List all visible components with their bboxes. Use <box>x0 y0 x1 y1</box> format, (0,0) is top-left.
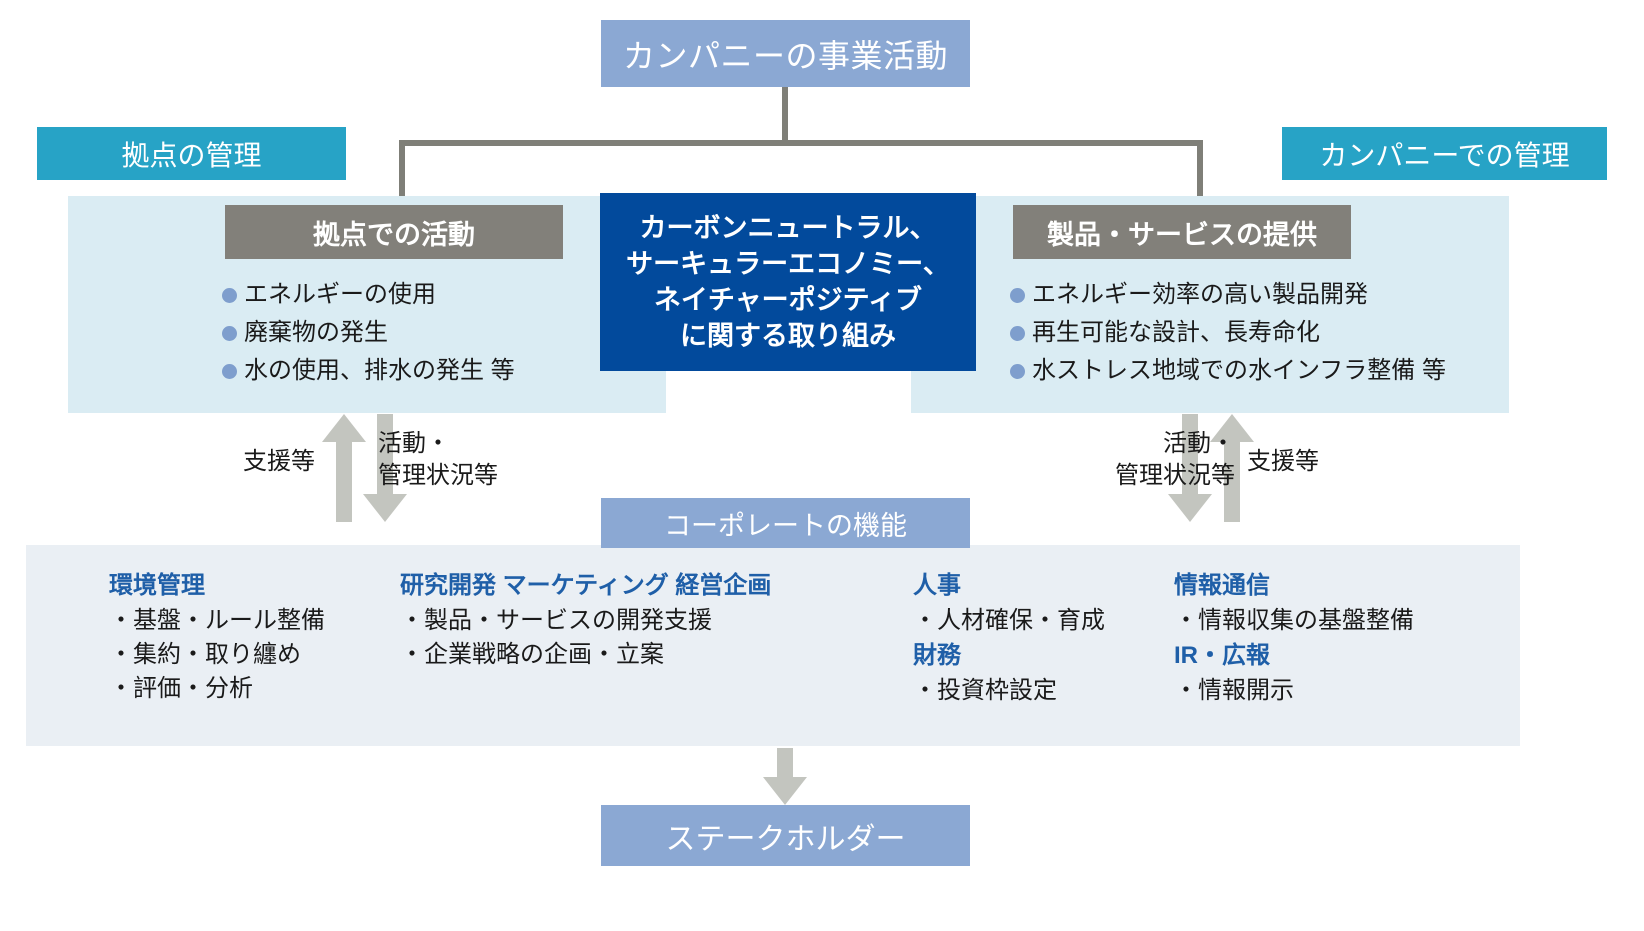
list-item: 水ストレス地域での水インフラ整備 等 <box>1010 354 1510 388</box>
corporate-block: 研究開発 マーケティング 経営企画 ・製品・サービスの開発支援 ・企業戦略の企画… <box>400 570 870 672</box>
corporate-block: IR・広報 ・情報開示 <box>1174 640 1504 708</box>
arrow-caption-text: 支援等 <box>243 448 315 475</box>
bullet-dot-icon <box>222 326 237 341</box>
corporate-block: 環境管理 ・基盤・ルール整備 ・集約・取り纏め ・評価・分析 <box>109 570 389 706</box>
corporate-column-3: 人事 ・人材確保・育成 財務 ・投資枠設定 <box>913 570 1163 708</box>
corporate-block-title: 研究開発 マーケティング 経営企画 <box>400 572 772 599</box>
corporate-functions-panel <box>26 545 1520 746</box>
corporate-block-title: 情報通信 <box>1174 572 1270 599</box>
corporate-block-item: ・基盤・ルール整備 <box>109 607 325 634</box>
right-panel-header-text: 製品・サービスの提供 <box>1047 219 1317 250</box>
arrow-caption-text-line2: 管理状況等 <box>378 462 498 489</box>
corporate-block-item: ・集約・取り纏め <box>109 641 301 668</box>
list-item-label: エネルギーの使用 <box>244 281 436 308</box>
arrow-caption-left-status: 活動・ 管理状況等 <box>378 428 578 492</box>
stakeholders-box: ステークホルダー <box>601 805 970 866</box>
bullet-dot-icon <box>1010 326 1025 341</box>
arrow-down-left-icon <box>363 414 407 522</box>
list-item-label: 廃棄物の発生 <box>244 319 388 346</box>
initiatives-center-box: カーボンニュートラル、 サーキュラーエコノミー、 ネイチャーポジティブ に関する… <box>600 193 976 371</box>
list-item-label: 水の使用、排水の発生 等 <box>244 357 515 384</box>
arrow-caption-right-status: 活動・ 管理状況等 <box>1035 428 1235 492</box>
corporate-block-item: ・情報開示 <box>1174 677 1294 704</box>
section-label-right-text: カンパニーでの管理 <box>1319 139 1570 171</box>
corporate-functions-header: コーポレートの機能 <box>601 498 970 548</box>
corporate-functions-header-text: コーポレートの機能 <box>664 510 907 541</box>
section-label-left-text: 拠点の管理 <box>121 139 262 171</box>
center-box-line-2: サーキュラーエコノミー、 <box>626 249 950 279</box>
list-item: 再生可能な設計、長寿命化 <box>1010 316 1510 350</box>
bullet-dot-icon <box>1010 364 1025 379</box>
corporate-block-item: ・人材確保・育成 <box>913 607 1105 634</box>
center-box-line-3: ネイチャーポジティブ <box>653 285 923 315</box>
corporate-column-1: 環境管理 ・基盤・ルール整備 ・集約・取り纏め ・評価・分析 <box>109 570 389 706</box>
arrow-caption-text-line1: 活動・ <box>378 430 450 457</box>
corporate-block-title: 環境管理 <box>109 572 205 599</box>
corporate-block-item: ・情報収集の基盤整備 <box>1174 607 1414 634</box>
arrow-down-bottom-icon <box>763 748 807 805</box>
arrow-caption-right-support: 支援等 <box>1247 446 1407 478</box>
list-item: 水の使用、排水の発生 等 <box>222 354 652 388</box>
right-panel-bullet-list: エネルギー効率の高い製品開発 再生可能な設計、長寿命化 水ストレス地域での水イン… <box>1010 278 1510 392</box>
arrow-up-left-icon <box>322 414 366 522</box>
list-item: エネルギー効率の高い製品開発 <box>1010 278 1510 312</box>
connector-vertical-top <box>782 87 788 145</box>
arrow-caption-text: 支援等 <box>1247 448 1319 475</box>
arrow-caption-text-line1: 活動・ <box>1163 430 1235 457</box>
list-item-label: 水ストレス地域での水インフラ整備 等 <box>1032 357 1446 384</box>
section-label-site-management: 拠点の管理 <box>37 127 346 180</box>
corporate-block: 人事 ・人材確保・育成 <box>913 570 1163 638</box>
corporate-block: 財務 ・投資枠設定 <box>913 640 1163 708</box>
arrow-caption-left-support: 支援等 <box>205 446 315 478</box>
connector-horizontal <box>399 140 1203 146</box>
connector-vertical-right <box>1197 140 1203 212</box>
left-panel-bullet-list: エネルギーの使用 廃棄物の発生 水の使用、排水の発生 等 <box>222 278 652 392</box>
corporate-column-4: 情報通信 ・情報収集の基盤整備 IR・広報 ・情報開示 <box>1174 570 1504 708</box>
corporate-block-title: 財務 <box>913 642 961 669</box>
bullet-dot-icon <box>222 288 237 303</box>
corporate-block: 情報通信 ・情報収集の基盤整備 <box>1174 570 1504 638</box>
top-box-label: カンパニーの事業活動 <box>622 37 948 74</box>
corporate-block-item: ・評価・分析 <box>109 675 253 702</box>
list-item-label: エネルギー効率の高い製品開発 <box>1032 281 1368 308</box>
section-label-company-management: カンパニーでの管理 <box>1282 127 1607 180</box>
center-box-line-1: カーボンニュートラル、 <box>639 213 937 243</box>
bullet-dot-icon <box>222 364 237 379</box>
center-box-line-4: に関する取り組み <box>680 321 896 351</box>
right-panel-header: 製品・サービスの提供 <box>1013 205 1351 259</box>
corporate-block-title: 人事 <box>913 572 961 599</box>
left-panel-header-text: 拠点での活動 <box>313 219 475 250</box>
company-business-activities-box: カンパニーの事業活動 <box>601 20 970 87</box>
list-item-label: 再生可能な設計、長寿命化 <box>1032 319 1320 346</box>
corporate-block-item: ・製品・サービスの開発支援 <box>400 607 712 634</box>
list-item: 廃棄物の発生 <box>222 316 652 350</box>
arrow-down-right-icon <box>1168 414 1212 522</box>
bullet-dot-icon <box>1010 288 1025 303</box>
left-panel-header: 拠点での活動 <box>225 205 563 259</box>
corporate-block-title: IR・広報 <box>1174 642 1270 669</box>
list-item: エネルギーの使用 <box>222 278 652 312</box>
connector-vertical-left <box>399 140 405 212</box>
corporate-column-2: 研究開発 マーケティング 経営企画 ・製品・サービスの開発支援 ・企業戦略の企画… <box>400 570 870 672</box>
arrow-up-right-icon <box>1210 414 1254 522</box>
corporate-block-item: ・投資枠設定 <box>913 677 1057 704</box>
bottom-box-label: ステークホルダー <box>665 822 906 856</box>
corporate-block-item: ・企業戦略の企画・立案 <box>400 641 664 668</box>
arrow-caption-text-line2: 管理状況等 <box>1115 462 1235 489</box>
